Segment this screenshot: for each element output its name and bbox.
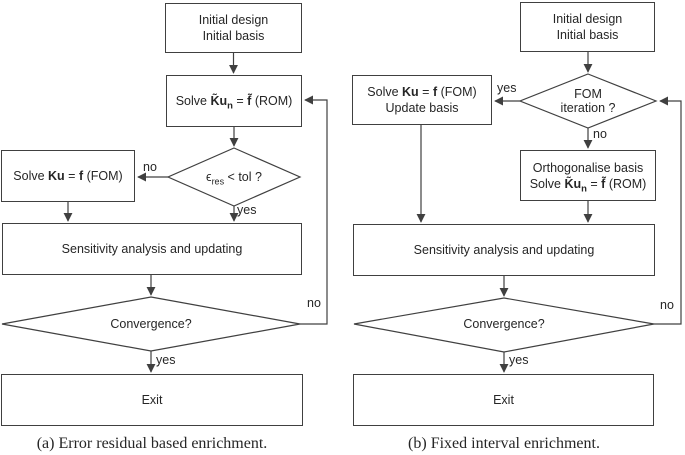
math-part: < tol ? bbox=[224, 170, 262, 184]
math-part: (ROM) bbox=[605, 176, 647, 191]
solve-fom-update-box-b: Solve Ku = f (FOM) Update basis bbox=[352, 75, 492, 125]
math-K-tilde: K̃ bbox=[564, 176, 574, 191]
math-Ku: Ku bbox=[402, 85, 419, 99]
math-u: u bbox=[573, 176, 582, 191]
math-subscript-res: res bbox=[211, 176, 225, 187]
solve-fom-box-a: Solve Ku = f (FOM) bbox=[1, 150, 135, 202]
solve-fom-equation: Solve Ku = f (FOM) bbox=[13, 168, 122, 184]
initial-design-line1: Initial design bbox=[552, 12, 623, 26]
solve-rom-equation: Solve K̃un = f̃ (ROM) bbox=[529, 176, 647, 194]
fom-iteration-line1: FOM bbox=[574, 87, 602, 101]
sensitivity-label: Sensitivity analysis and updating bbox=[413, 243, 595, 257]
orthogonalise-line: Orthogonalise basis bbox=[532, 160, 644, 175]
solve-rom-equation: Solve K̃un = f̃ (ROM) bbox=[175, 93, 293, 112]
edge-label-no-b-loop: no bbox=[660, 298, 674, 312]
convergence-label: Convergence? bbox=[463, 317, 545, 331]
math-f-tilde: f̃ bbox=[247, 94, 252, 108]
caption-b: (b) Fixed interval enrichment. bbox=[408, 435, 600, 452]
edge-label-yes-b-conv: yes bbox=[509, 353, 529, 367]
edge-label-no-b-diamond: no bbox=[593, 127, 607, 141]
edge-b-convergence-no-loop-to-diamond bbox=[654, 96, 682, 325]
exit-box-a: Exit bbox=[1, 374, 303, 426]
math-f: f bbox=[78, 169, 84, 183]
sensitivity-box-a: Sensitivity analysis and updating bbox=[2, 223, 302, 275]
math-part: Solve bbox=[529, 176, 565, 191]
math-part: (FOM) bbox=[83, 169, 123, 183]
math-f-tilde: f̃ bbox=[601, 176, 606, 191]
sensitivity-box-b: Sensitivity analysis and updating bbox=[353, 224, 655, 276]
math-part: Solve bbox=[13, 169, 49, 183]
math-K-tilde: K̃ bbox=[210, 94, 220, 108]
convergence-text-b: Convergence? bbox=[404, 314, 604, 334]
math-subscript-n: n bbox=[581, 183, 587, 194]
math-epsilon: ϵ bbox=[206, 170, 212, 184]
initial-basis-line2: Initial basis bbox=[556, 28, 619, 42]
solve-fom-equation: Solve Ku = f (FOM) bbox=[367, 84, 476, 100]
orthogonalise-rom-box-b: Orthogonalise basis Solve K̃un = f̃ (ROM… bbox=[520, 150, 656, 201]
initial-design-line1: Initial design bbox=[198, 13, 269, 27]
initial-basis-line2: Initial basis bbox=[202, 29, 265, 43]
edge-label-no-a-eps: no bbox=[143, 160, 157, 174]
math-part: (FOM) bbox=[437, 85, 477, 99]
solve-rom-box-a: Solve K̃un = f̃ (ROM) bbox=[166, 75, 302, 127]
math-part: Solve bbox=[175, 94, 211, 108]
math-equals: = bbox=[418, 85, 433, 99]
eps-tolerance-diamond bbox=[166, 147, 302, 207]
initial-design-box-b: Initial design Initial basis bbox=[520, 2, 655, 52]
eps-condition: ϵres < tol ? bbox=[206, 170, 262, 187]
math-Ku: Ku bbox=[48, 169, 65, 183]
fom-iteration-line2: iteration ? bbox=[560, 101, 616, 115]
caption-a: (a) Error residual based enrichment. bbox=[36, 435, 268, 452]
edge-label-yes-a-conv: yes bbox=[156, 353, 176, 367]
convergence-text-a: Convergence? bbox=[51, 314, 251, 334]
sensitivity-label: Sensitivity analysis and updating bbox=[61, 242, 243, 256]
edge-label-yes-a-eps: yes bbox=[237, 203, 257, 217]
exit-box-b: Exit bbox=[353, 374, 654, 426]
math-equals: = bbox=[64, 169, 79, 183]
math-equals: = bbox=[586, 176, 602, 191]
math-subscript-n: n bbox=[227, 100, 233, 112]
initial-design-box-a: Initial design Initial basis bbox=[165, 3, 302, 53]
math-part: (ROM) bbox=[251, 94, 293, 108]
edge-label-yes-b-diamond: yes bbox=[497, 81, 517, 95]
update-basis-line: Update basis bbox=[385, 101, 459, 115]
fom-iteration-text: FOM iteration ? bbox=[538, 86, 638, 116]
exit-label: Exit bbox=[141, 393, 163, 407]
math-equals: = bbox=[232, 94, 248, 108]
math-part: Solve bbox=[367, 85, 403, 99]
math-f: f bbox=[432, 85, 438, 99]
edge-label-no-a-loop: no bbox=[307, 296, 321, 310]
fom-iteration-diamond bbox=[518, 73, 658, 129]
eps-tolerance-text: ϵres < tol ? bbox=[169, 167, 299, 187]
convergence-label: Convergence? bbox=[110, 317, 192, 331]
edge-a-convergence-no-loop-to-rom bbox=[300, 95, 328, 325]
convergence-diamond-a bbox=[1, 296, 301, 352]
math-u: u bbox=[219, 94, 228, 108]
convergence-diamond-b bbox=[353, 297, 655, 353]
exit-label: Exit bbox=[493, 393, 514, 407]
